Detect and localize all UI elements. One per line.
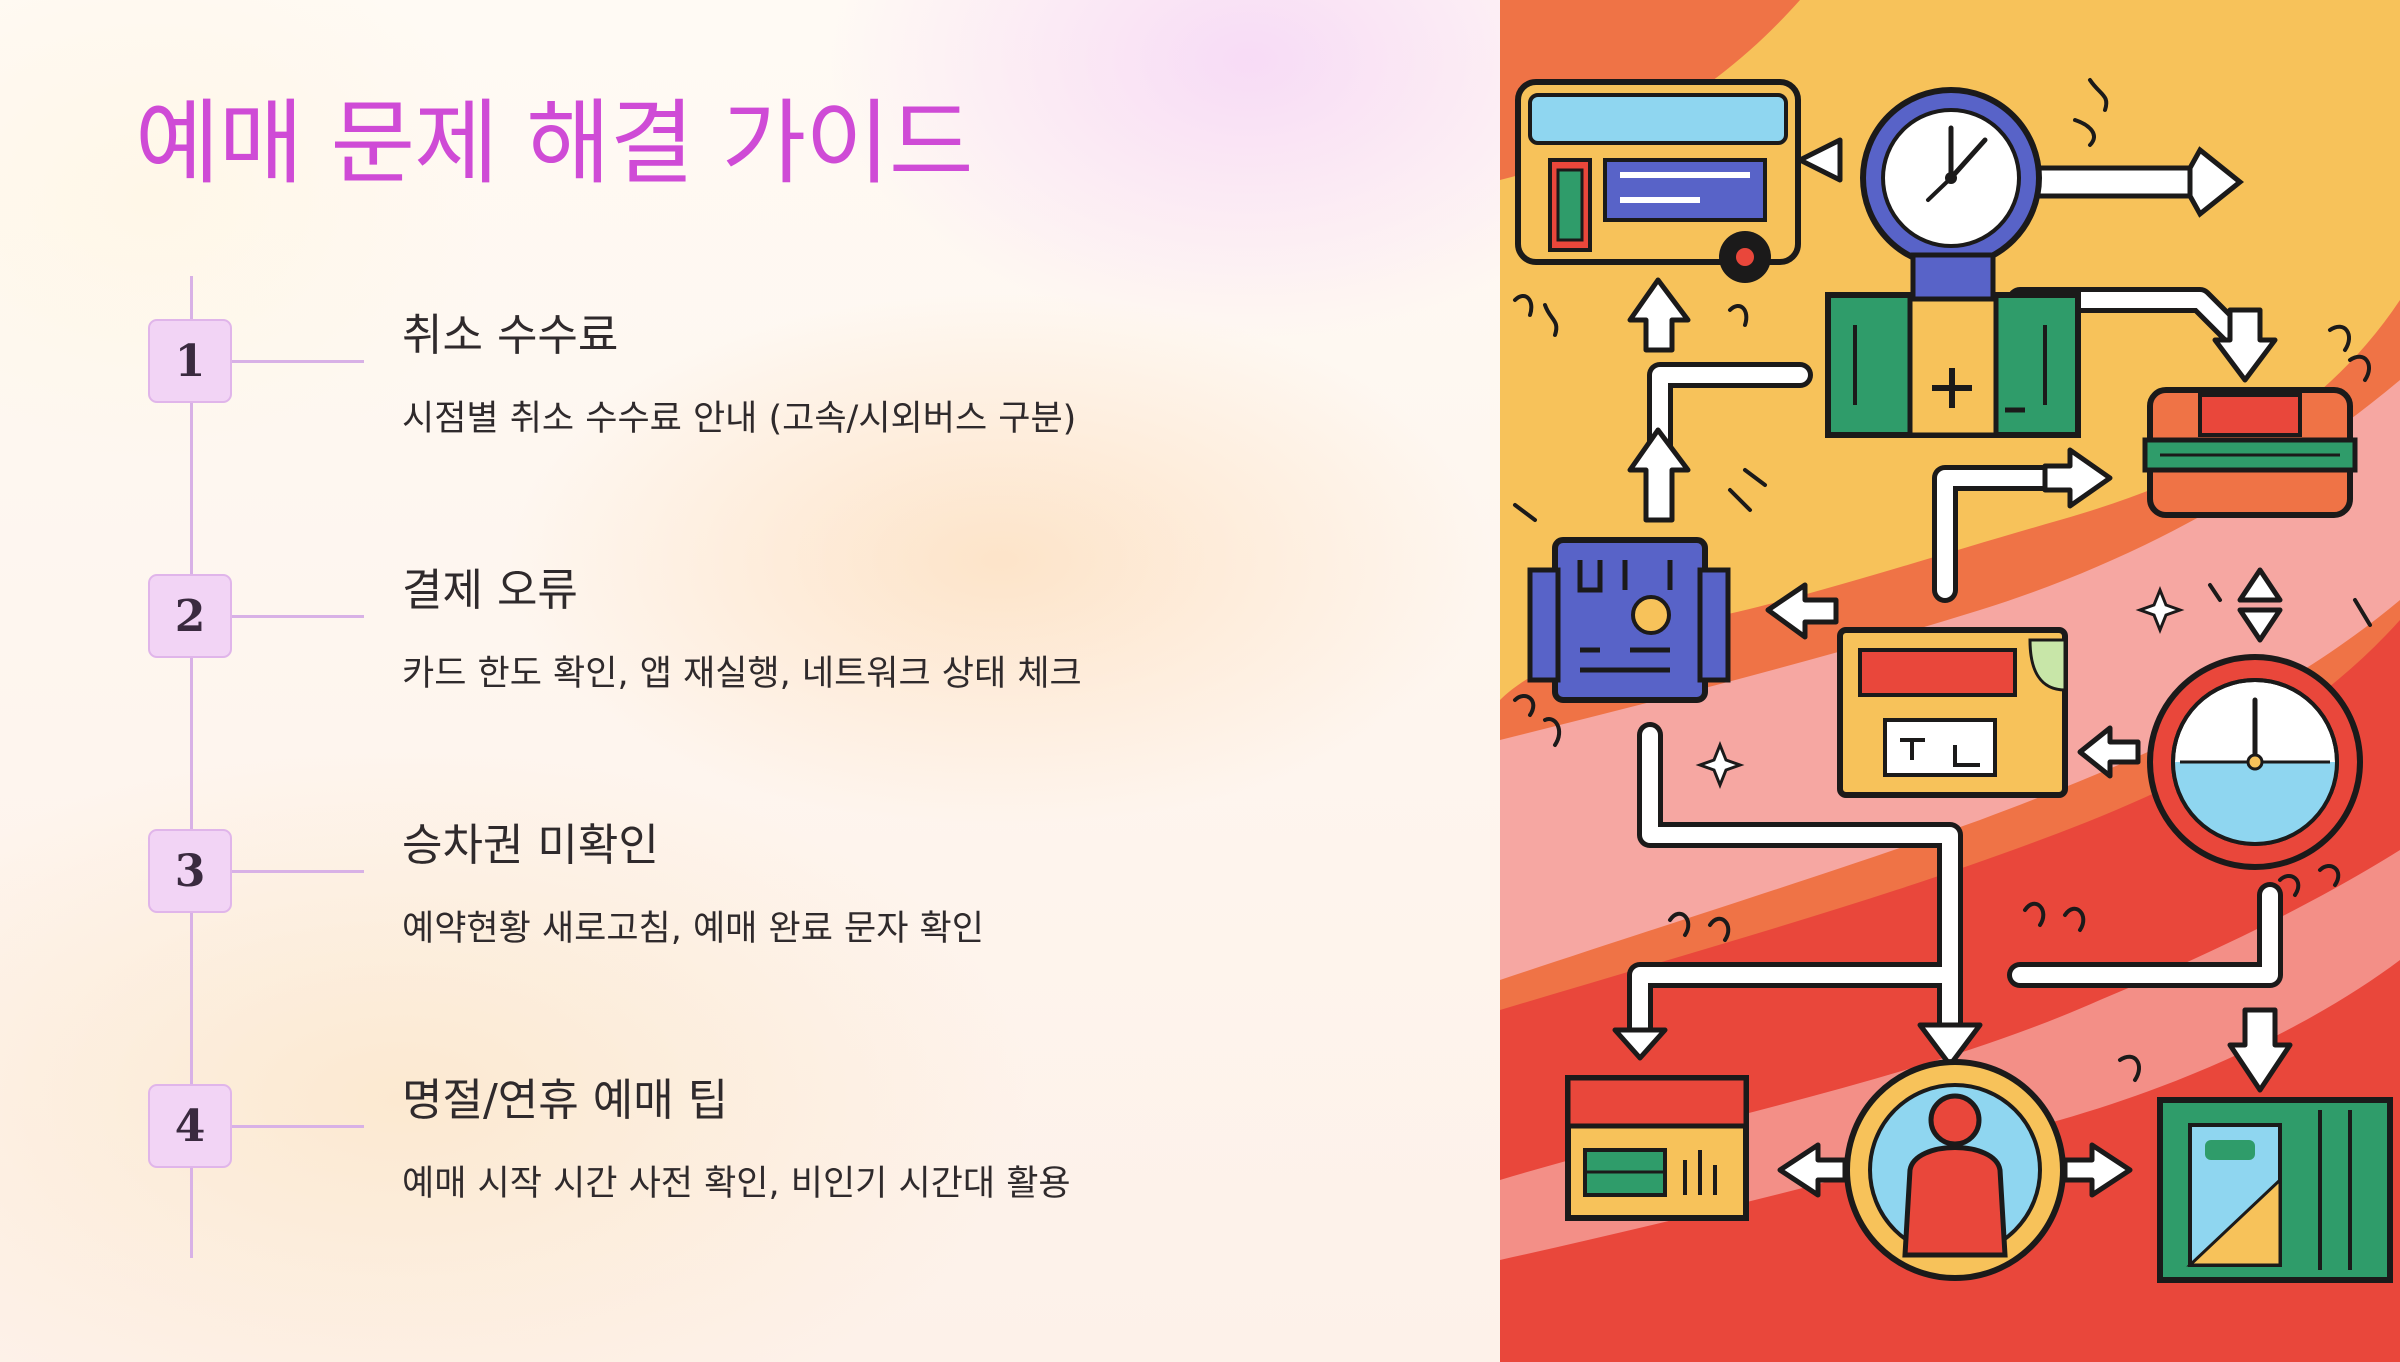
arrow-up-icon bbox=[1627, 277, 1691, 353]
arrow-heads bbox=[1612, 137, 2293, 1198]
step-title: 명절/연휴 예매 팁 bbox=[402, 1075, 729, 1126]
first-aid-kit-icon bbox=[1825, 252, 2081, 438]
step-item-2: 2 결제 오류 카드 한도 확인, 앱 재실행, 네트워크 상태 체크 bbox=[0, 515, 1500, 715]
arrow-right-icon bbox=[2042, 447, 2113, 509]
process-illustration bbox=[1500, 0, 2400, 1362]
step-item-3: 3 승차권 미확인 예약현황 새로고침, 예매 완료 문자 확인 bbox=[0, 770, 1500, 970]
step-description: 예매 시작 시간 사전 확인, 비인기 시간대 활용 bbox=[402, 1164, 1071, 1204]
step-connector bbox=[232, 615, 364, 618]
arrow-down-icon bbox=[1612, 1027, 1668, 1061]
step-title: 취소 수수료 bbox=[402, 310, 619, 361]
arrow-up-icon bbox=[2237, 567, 2283, 603]
arrow-left-icon bbox=[1797, 137, 1843, 183]
step-number-badge: 4 bbox=[148, 1084, 232, 1168]
arrow-up-icon bbox=[1627, 427, 1691, 523]
arrow-down-icon bbox=[1917, 1022, 1983, 1068]
step-description: 시점별 취소 수수료 안내 (고속/시외버스 구분) bbox=[402, 399, 1077, 439]
step-connector bbox=[232, 1125, 364, 1128]
step-number-badge: 3 bbox=[148, 829, 232, 913]
page-title: 예매 문제 해결 가이드 bbox=[135, 90, 973, 197]
sparkle-marks bbox=[1695, 585, 2185, 790]
arrow-down-icon bbox=[2212, 307, 2278, 383]
arrow-down-icon bbox=[2227, 1007, 2293, 1093]
ticket-machine-icon bbox=[1527, 537, 1731, 703]
passenger-icon bbox=[1844, 1059, 2066, 1281]
arrow-left-icon bbox=[1765, 582, 1839, 640]
step-connector bbox=[232, 870, 364, 873]
clock-icon bbox=[1860, 87, 2042, 269]
bus-icon bbox=[1515, 79, 1801, 283]
step-item-1: 1 취소 수수료 시점별 취소 수수료 안내 (고속/시외버스 구분) bbox=[0, 260, 1500, 460]
arrow-left-icon bbox=[2077, 725, 2141, 779]
stopwatch-icon bbox=[2147, 654, 2363, 870]
step-description: 예약현황 새로고침, 예매 완료 문자 확인 bbox=[402, 909, 984, 949]
step-item-4: 4 명절/연휴 예매 팁 예매 시작 시간 사전 확인, 비인기 시간대 활용 bbox=[0, 1025, 1500, 1225]
timeline-line bbox=[190, 276, 193, 1258]
flow-arrows bbox=[1632, 292, 2278, 1048]
step-title: 결제 오류 bbox=[402, 565, 578, 616]
illustration-svg bbox=[1500, 0, 2400, 1362]
bus-ticket-icon bbox=[1837, 627, 2068, 798]
step-description: 카드 한도 확인, 앱 재실행, 네트워크 상태 체크 bbox=[402, 654, 1082, 694]
step-title: 승차권 미확인 bbox=[402, 820, 659, 871]
doodle-marks bbox=[1513, 78, 2372, 1082]
card-reader-icon bbox=[2142, 387, 2358, 518]
card-terminal-icon bbox=[2157, 1097, 2393, 1283]
arrow-down-icon bbox=[2237, 607, 2283, 643]
step-number-badge: 1 bbox=[148, 319, 232, 403]
content-panel: 예매 문제 해결 가이드 1 취소 수수료 시점별 취소 수수료 안내 (고속/… bbox=[0, 0, 1500, 1362]
mobile-ticket-icon bbox=[1565, 1075, 1749, 1221]
step-connector bbox=[232, 360, 364, 363]
step-number-badge: 2 bbox=[148, 574, 232, 658]
